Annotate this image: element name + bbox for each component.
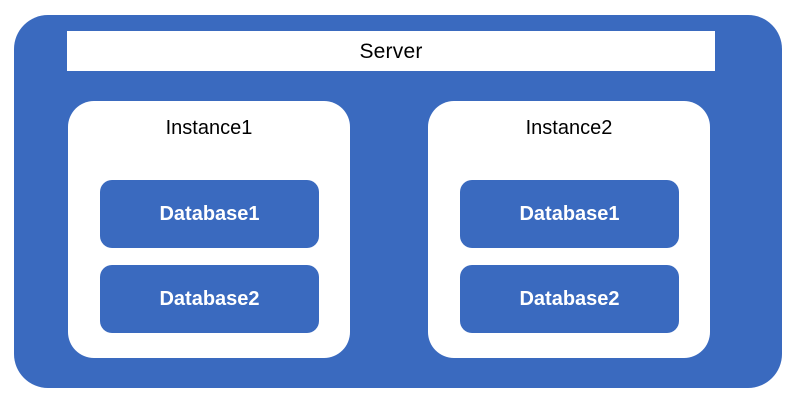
server-title-label: Server <box>359 39 423 63</box>
instance-1-label: Instance1 <box>165 117 253 139</box>
server-title-bar: Server <box>67 31 715 71</box>
instance-1-database-2-label: Database2 <box>159 288 260 310</box>
instance-2-label: Instance2 <box>525 117 613 139</box>
instance-2-database-1-label: Database1 <box>519 203 620 225</box>
instance-1-database-1-label: Database1 <box>159 203 260 225</box>
instance-1-database-1: Database1 <box>100 180 319 248</box>
instance-card-2: Instance2 Database1 Database2 <box>428 101 710 358</box>
server-container: Server Instance1 Database1 Database2 Ins… <box>14 15 782 388</box>
instance-1-database-2: Database2 <box>100 265 319 333</box>
instance-2-database-2-label: Database2 <box>519 288 620 310</box>
instance-2-database-2: Database2 <box>460 265 679 333</box>
instance-card-1: Instance1 Database1 Database2 <box>68 101 350 358</box>
instance-2-database-1: Database1 <box>460 180 679 248</box>
